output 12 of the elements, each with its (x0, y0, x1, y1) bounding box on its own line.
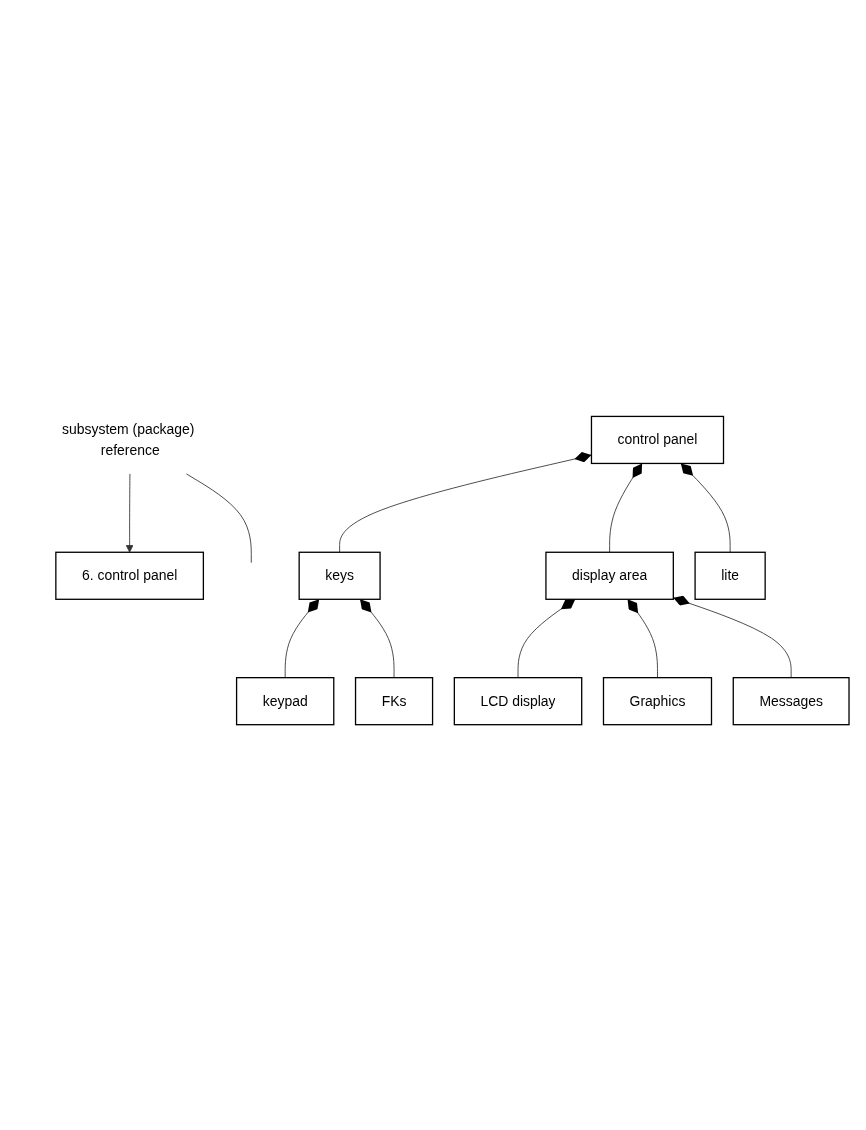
leader-line (185, 473, 252, 563)
node-box: keys (298, 551, 381, 600)
node-box: lite (694, 551, 766, 600)
node-box: display area (545, 551, 674, 600)
node-text: subsystem (package) reference (62, 421, 195, 458)
node-box: FKs (354, 676, 434, 725)
node-box: keypad (235, 676, 335, 725)
node-box: Messages (732, 676, 850, 725)
node-box: LCD display (453, 676, 583, 725)
node-box: control panel (590, 415, 725, 464)
node-box: Graphics (602, 676, 713, 725)
node-box: 6. control panel (55, 551, 205, 600)
